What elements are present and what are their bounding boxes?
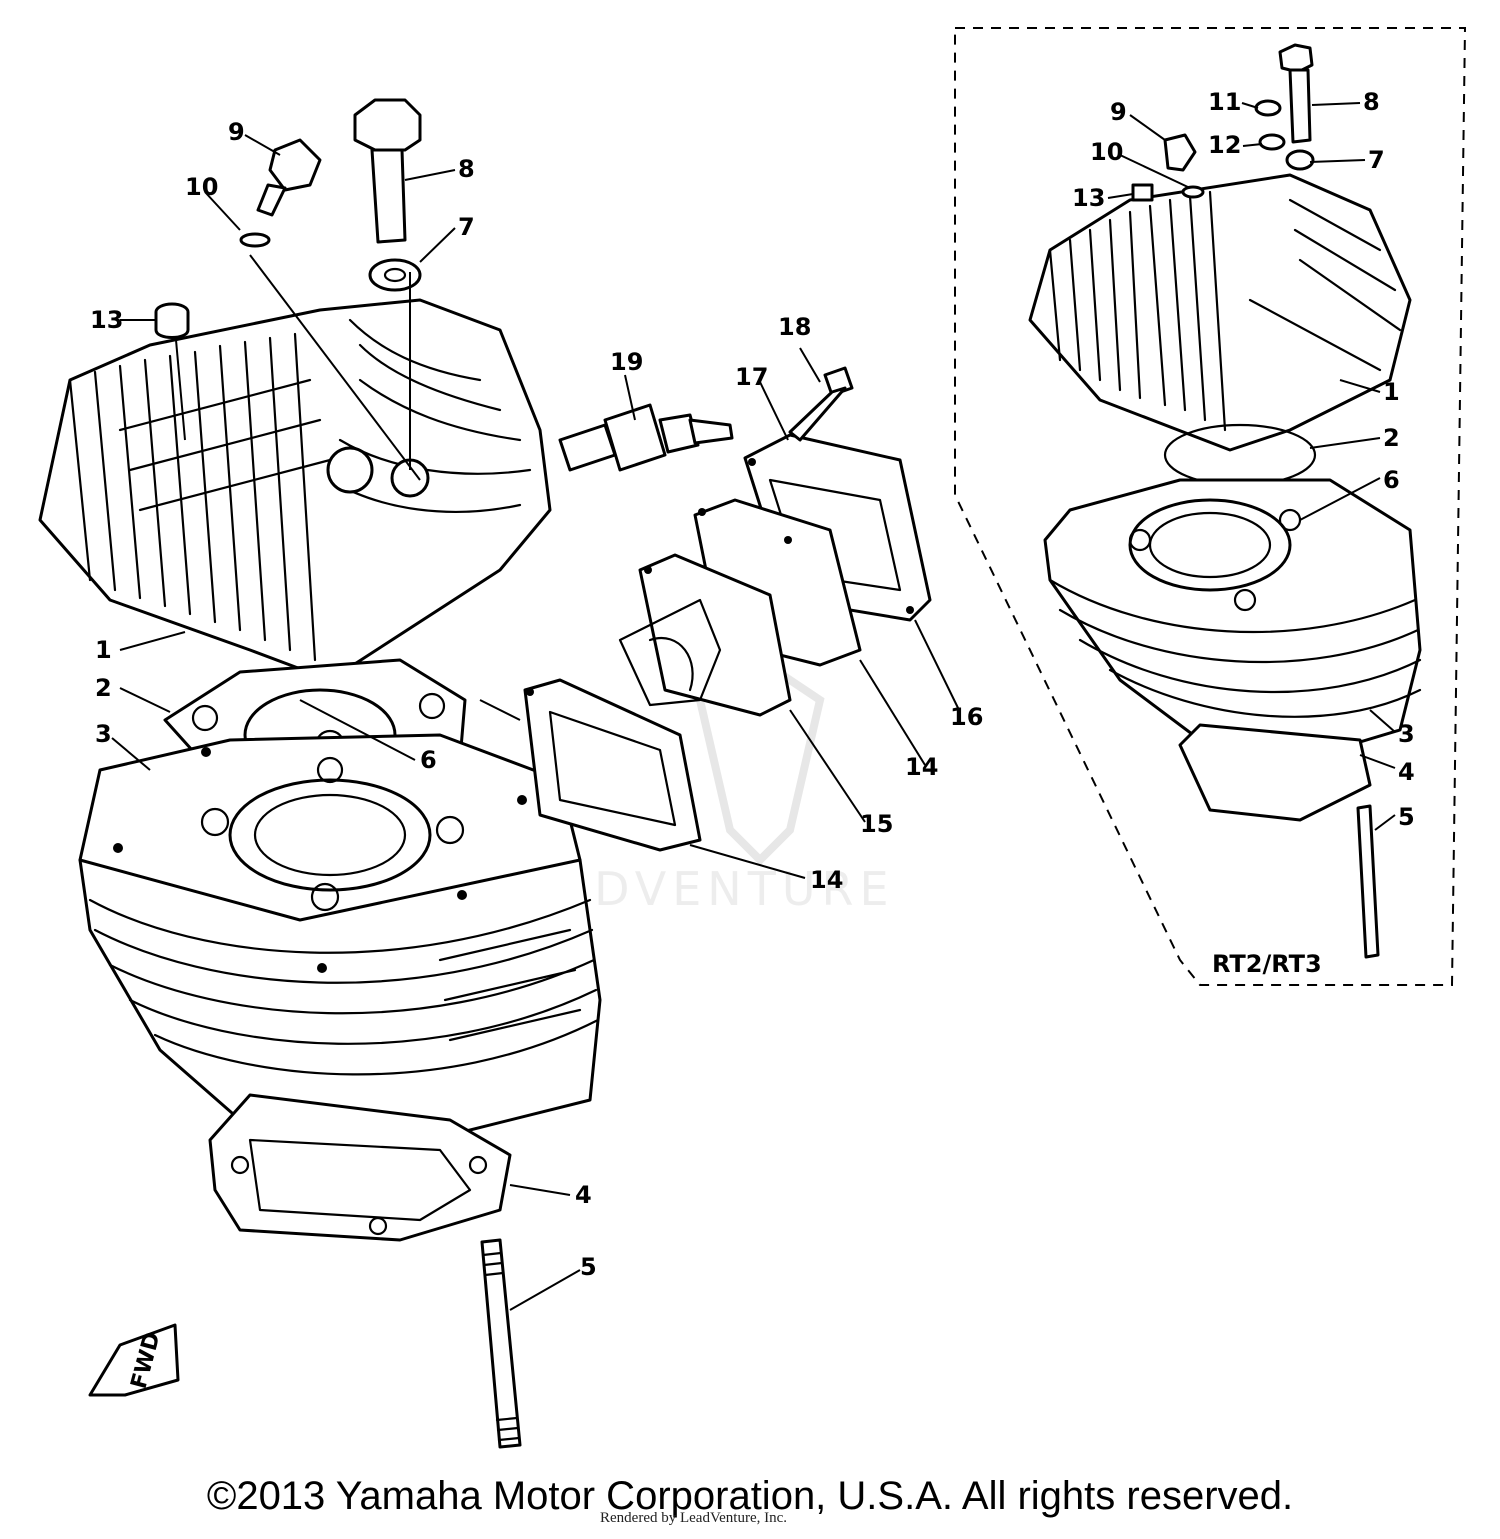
inset-callouts: 1 2 3 4 5 6 7 8 9 10 11 12 13 RT2/RT3 (1072, 88, 1415, 978)
callout-main-16: 16 (950, 703, 983, 731)
inset-sensor-gasket (1181, 185, 1205, 199)
inset-head-bolt (1278, 43, 1314, 144)
manifold-bolt (788, 366, 854, 442)
callout-inset-12: 12 (1208, 131, 1241, 159)
inset-label: RT2/RT3 (1212, 950, 1322, 978)
callout-inset-1: 1 (1383, 378, 1400, 406)
sensor-plug (256, 138, 322, 217)
callout-main-14b: 14 (905, 753, 938, 781)
rendered-by-note: Rendered by LeadVenture, Inc. (600, 1510, 788, 1526)
callout-inset-5: 5 (1398, 803, 1415, 831)
callout-main-2: 2 (95, 674, 112, 702)
washer (368, 258, 422, 292)
inset-washer-12 (1258, 133, 1286, 151)
inset-nut-7 (1285, 149, 1315, 171)
callout-main-8: 8 (458, 155, 475, 183)
callout-inset-4: 4 (1398, 758, 1415, 786)
inset-cylinder (1043, 478, 1422, 762)
cylinder-head (38, 298, 552, 682)
callout-main-17: 17 (735, 363, 768, 391)
leader-lines (111, 134, 961, 1311)
callout-main-10: 10 (185, 173, 218, 201)
sensor-gasket (239, 232, 271, 248)
reed-valve-assembly (523, 433, 932, 852)
callout-main-13: 13 (90, 306, 123, 334)
main-callouts: 1 2 3 4 5 6 7 8 9 10 13 14 14 15 16 17 1… (90, 118, 983, 1281)
cylinder (78, 733, 602, 1142)
callout-inset-13: 13 (1072, 184, 1105, 212)
inset-cap (1131, 183, 1154, 202)
inset-border (954, 27, 1467, 986)
callout-main-7: 7 (458, 213, 475, 241)
base-gasket (208, 1093, 512, 1242)
inset-leader-lines (1107, 102, 1396, 831)
callout-inset-7: 7 (1368, 146, 1385, 174)
callout-inset-3: 3 (1398, 720, 1415, 748)
inset-cylinder-head (1028, 173, 1412, 452)
inset-sensor-plug (1163, 133, 1197, 172)
callout-main-6: 6 (420, 746, 437, 774)
cap (154, 302, 190, 339)
callout-main-19: 19 (610, 348, 643, 376)
callout-inset-10: 10 (1090, 138, 1123, 166)
copyright-footer: ©2013 Yamaha Motor Corporation, U.S.A. A… (206, 1474, 1294, 1518)
callout-main-3: 3 (95, 720, 112, 748)
inset-base-gasket (1178, 723, 1372, 822)
callout-inset-11: 11 (1208, 88, 1241, 116)
head-bolt (353, 98, 422, 244)
stud-bolt (480, 1238, 522, 1449)
callout-main-14a: 14 (810, 866, 843, 894)
callout-main-4: 4 (575, 1181, 592, 1209)
callout-main-9: 9 (228, 118, 245, 146)
front-arrow-icon: FWD (88, 1323, 180, 1397)
spark-plug (558, 403, 734, 472)
callout-inset-6: 6 (1383, 466, 1400, 494)
callout-inset-9: 9 (1110, 98, 1127, 126)
callout-main-5: 5 (580, 1253, 597, 1281)
callout-inset-8: 8 (1363, 88, 1380, 116)
callout-main-1: 1 (95, 636, 112, 664)
callout-inset-2: 2 (1383, 424, 1400, 452)
callout-main-15: 15 (860, 810, 893, 838)
inset-stud-bolt (1356, 804, 1380, 959)
inset-washer-11 (1254, 99, 1282, 117)
callout-main-18: 18 (778, 313, 811, 341)
